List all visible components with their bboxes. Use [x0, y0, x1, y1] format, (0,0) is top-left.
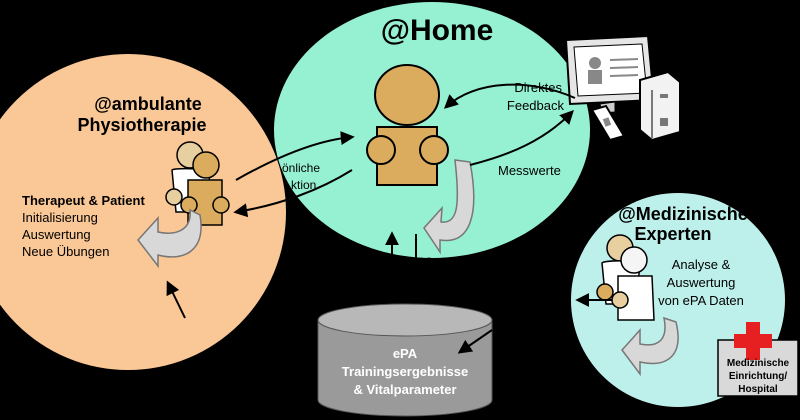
- database-icon: [317, 303, 493, 417]
- direct-feedback-label-2: Feedback: [507, 98, 565, 113]
- ambulant-task-1: Initialisierung: [22, 210, 98, 225]
- experts-desc-1: Analyse &: [672, 257, 731, 272]
- return-arrow-icon: [137, 208, 202, 269]
- return-arrow-icon: [621, 316, 679, 377]
- db-label-2: Trainingsergebnisse: [342, 364, 468, 379]
- hospital-label-1: Medizinische: [727, 358, 790, 369]
- return-arrow-icon: [423, 159, 475, 255]
- ambulant-task-2: Auswertung: [22, 227, 91, 242]
- interaction-label-2: ktion: [291, 178, 316, 192]
- red-cross-icon: [734, 322, 772, 360]
- expert-icon: [596, 234, 655, 321]
- monitor-device-icon: [564, 34, 656, 114]
- experts-title-2: Experten: [634, 224, 711, 244]
- vital-params-label: Vitalparamet: [421, 255, 489, 269]
- interaction-arrow-top: [235, 131, 355, 181]
- ambulant-title-1: @ambulante: [94, 94, 202, 114]
- db-label-1: ePA: [393, 346, 418, 361]
- hospital-label-3: Hospital: [738, 384, 778, 395]
- ambulant-task-3: Neue Übungen: [22, 244, 109, 259]
- db-arrow: [457, 329, 493, 354]
- interaction-label-1: önliche: [282, 161, 320, 175]
- home-title: @Home: [381, 14, 494, 47]
- measurements-label: Messwerte: [498, 163, 561, 178]
- experts-title-1: @Medizinische: [618, 204, 748, 224]
- person-icon: [366, 64, 449, 186]
- interaction-arrow-bottom: [233, 169, 353, 218]
- experts-desc-3: von ePA Daten: [658, 293, 744, 308]
- db-label-3: & Vitalparameter: [353, 382, 456, 397]
- experts-desc-2: Auswertung: [667, 275, 736, 290]
- feedback-arrow: [443, 83, 576, 109]
- hospital-label-2: Einrichtung/: [729, 371, 788, 382]
- sensor-device-icon: [590, 70, 681, 142]
- ambulant-role: Therapeut & Patient: [22, 193, 145, 208]
- ambulant-circle: [0, 54, 286, 370]
- measurements-arrow: [469, 109, 574, 166]
- ambulant-title-2: Physiotherapie: [77, 115, 206, 135]
- therapist-patient-icon: [165, 141, 230, 226]
- ambulant-db-arrow: [166, 280, 186, 319]
